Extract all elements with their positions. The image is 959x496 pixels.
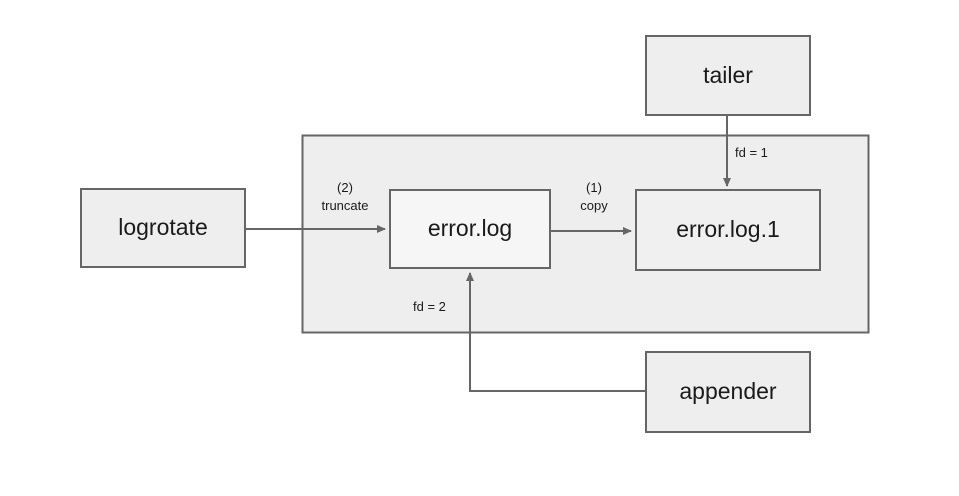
edge-label-copy-index: (1)	[586, 180, 602, 195]
edge-label-copy: copy	[580, 198, 608, 213]
edge-label-fd-1: fd = 1	[735, 145, 768, 160]
node-error-log-box[interactable]	[389, 189, 551, 269]
node-logrotate-box[interactable]	[80, 188, 246, 268]
node-tailer-box[interactable]	[645, 35, 811, 116]
edge-label-truncate-index: (2)	[337, 180, 353, 195]
node-appender[interactable]: appender	[645, 351, 811, 433]
node-error-log[interactable]: error.log	[389, 189, 551, 269]
edge-line	[466, 272, 645, 392]
edge-tailer-to-error-log-1: fd = 1	[723, 116, 768, 187]
edge-appender-to-error-log: fd = 2	[413, 272, 645, 392]
edge-logrotate-to-error-log: (2) truncate	[245, 180, 386, 233]
node-error-log-1-label: error.log.1	[676, 216, 780, 242]
edge-label-fd-2: fd = 2	[413, 299, 446, 314]
edge-error-log-to-error-log-1: (1) copy	[550, 180, 632, 235]
node-tailer[interactable]: tailer	[645, 35, 811, 116]
node-error-log-1[interactable]: error.log.1	[635, 189, 821, 271]
node-tailer-label: tailer	[703, 62, 753, 88]
node-appender-label: appender	[679, 378, 777, 404]
node-error-log-label: error.log	[428, 215, 512, 241]
node-appender-box[interactable]	[645, 351, 811, 433]
node-logrotate-label: logrotate	[118, 214, 208, 240]
edge-label-truncate: truncate	[322, 198, 369, 213]
node-error-log-1-box[interactable]	[635, 189, 821, 271]
node-logrotate[interactable]: logrotate	[80, 188, 246, 268]
